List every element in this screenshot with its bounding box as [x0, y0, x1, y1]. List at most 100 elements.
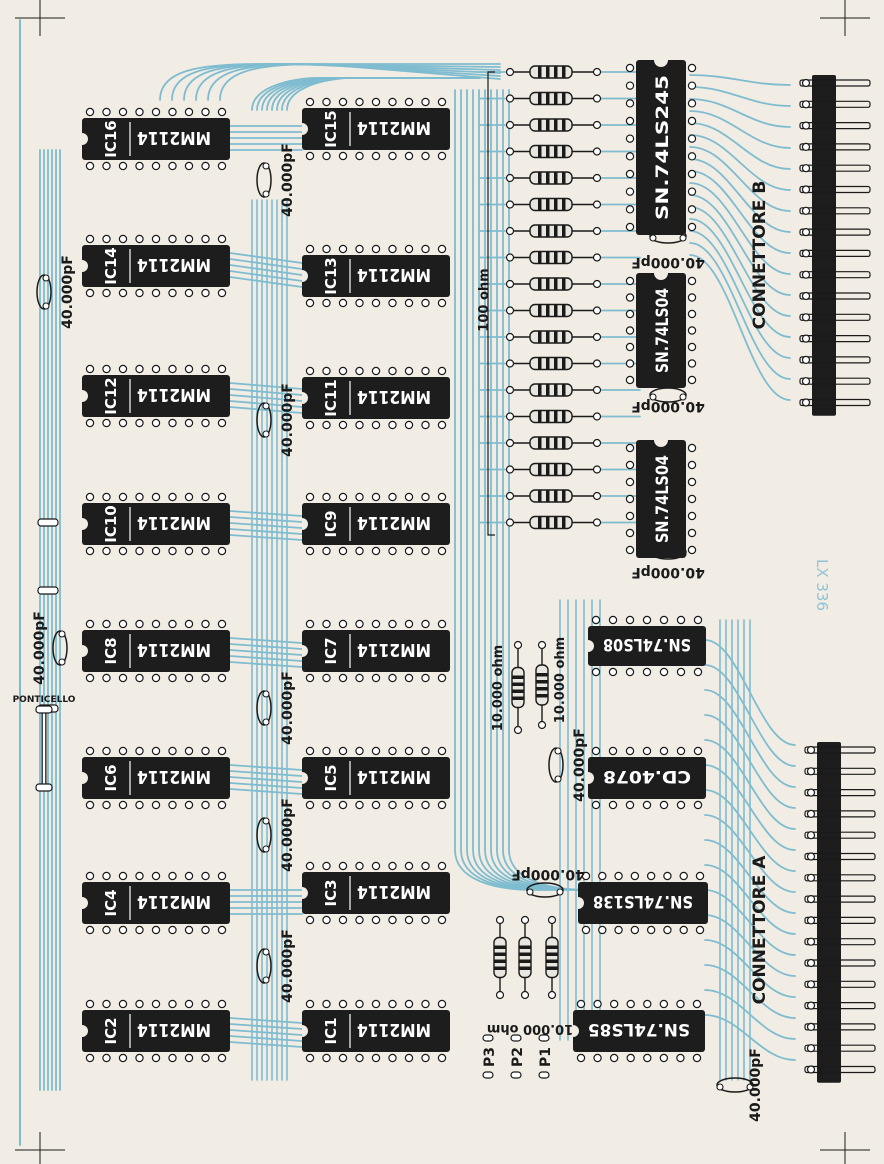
resistor-band [562, 516, 566, 529]
chip-pin [305, 999, 315, 1009]
chip-pin [338, 492, 348, 502]
chip-pin [421, 298, 430, 308]
capacitor-label: 40.000pF [631, 254, 705, 270]
copper-traces [19, 19, 796, 1146]
chip-pin [421, 1053, 430, 1063]
chip-pin [388, 151, 397, 161]
chip-part: SN.74LS138 [593, 891, 693, 911]
chip-pin [305, 861, 315, 871]
resistor-band [554, 278, 558, 290]
resistor-pad [505, 67, 515, 77]
capacitor-label: 40.000pF [280, 798, 296, 872]
chip-ref: IC3 [322, 879, 340, 906]
chip-pin [625, 99, 635, 108]
chip-notch [654, 440, 668, 447]
chip-pin [625, 81, 635, 90]
chip-pin [659, 615, 669, 625]
chip-pin [676, 615, 686, 625]
chip-pin [404, 800, 414, 810]
chip-pin [322, 244, 331, 254]
resistor-10k-label-text: 10.000 ohm [553, 637, 568, 723]
connector-pad [806, 980, 816, 989]
connector-body [817, 742, 841, 1083]
chip-pin [659, 746, 669, 756]
resistor-pad [505, 465, 515, 474]
chip-pin [687, 443, 697, 453]
resistor-group [35, 65, 602, 1079]
jumper-pad [482, 1034, 494, 1042]
chip-pin [85, 673, 95, 683]
chip-pin [676, 746, 686, 756]
resistor-body [518, 936, 532, 979]
chip-pin [625, 63, 635, 73]
chip-pin [217, 107, 227, 117]
chip-pin [118, 107, 128, 117]
resistor-10k-label-text: 10.000 ohm [487, 1021, 573, 1036]
trace [689, 146, 791, 212]
resistor-pad [505, 120, 515, 130]
chip-part: MM2114 [357, 264, 431, 285]
connector-pin [799, 292, 871, 300]
ponticello-pad [35, 783, 53, 792]
chip-pin [85, 546, 95, 556]
capacitor-pad [716, 1083, 724, 1091]
chip-pin [102, 161, 111, 171]
chip-pin [322, 999, 331, 1009]
chip-part: MM2114 [137, 766, 211, 787]
resistor-band [554, 92, 558, 105]
resistor-pad [505, 226, 515, 236]
connector-pin [804, 767, 876, 775]
chip-pin [135, 364, 144, 374]
chip-pin [646, 925, 656, 935]
chip-part: MM2114 [137, 891, 211, 912]
resistor-band [554, 225, 558, 237]
resistor-band [554, 198, 558, 211]
connettore-b-label: CONNETTORE B [750, 181, 770, 330]
resistor-pad [495, 990, 505, 1000]
chip-pin [322, 619, 331, 629]
chip-pin [437, 492, 447, 502]
trace [229, 394, 303, 402]
resistor-band [554, 119, 558, 131]
chip-pin [659, 1053, 669, 1063]
chip-pin [625, 494, 635, 504]
connector-pin [804, 916, 876, 925]
chip-pin [217, 800, 227, 810]
chip-pin [322, 366, 331, 376]
resistor-band [562, 119, 566, 131]
resistor [505, 330, 602, 344]
connector-body [812, 75, 836, 416]
connector-pin [804, 874, 876, 882]
chip-pin [687, 375, 697, 385]
chip-pin [421, 151, 430, 161]
chip-notch [82, 772, 88, 784]
resistor-band [538, 357, 542, 370]
resistor-vertical [545, 915, 559, 1000]
resistor-body [529, 436, 573, 450]
resistor-band [546, 331, 550, 343]
resistor-band [546, 225, 550, 237]
trace [689, 110, 791, 149]
resistor-band [554, 463, 558, 476]
chip-pin [322, 151, 331, 161]
chip-pin [371, 673, 381, 683]
chip-pin [201, 107, 210, 117]
label-group: 40.000pF40.000pF40.000pF40.000pF40.000pF… [13, 143, 831, 1122]
chip-pin [305, 673, 315, 683]
resistor-pad [505, 279, 515, 289]
trace [689, 98, 791, 128]
resistor-band [562, 384, 566, 396]
resistor-band [554, 357, 558, 370]
resistor-band [538, 198, 542, 211]
chip-part: MM2114 [357, 512, 431, 533]
chip-body [82, 118, 230, 160]
connector-pad [806, 873, 816, 882]
chip-pin [609, 1053, 619, 1063]
chip-pin [608, 746, 618, 756]
chip-pin [102, 800, 111, 810]
resistor [505, 250, 602, 265]
chip-pin [355, 673, 364, 683]
chip-pin [692, 1053, 702, 1063]
chip-pin [388, 244, 397, 254]
